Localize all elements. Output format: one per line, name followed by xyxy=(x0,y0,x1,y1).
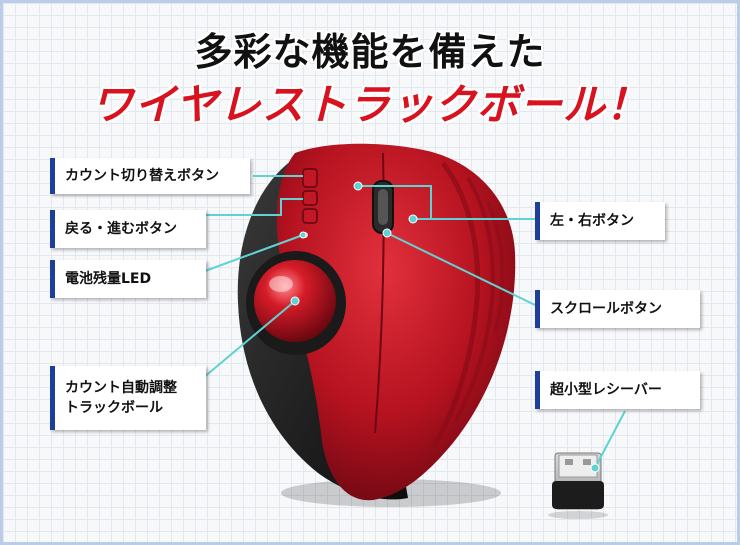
label-count-switch-button: カウント切り替えボタン xyxy=(50,158,250,194)
headline-line-2: ワイヤレストラックボール！ xyxy=(91,80,649,129)
label-scroll-button: スクロールボタン xyxy=(535,290,700,328)
side-button-count xyxy=(302,168,318,188)
headline-line-1: 多彩な機能を備えた xyxy=(194,30,546,74)
label-back-forward-button: 戻る・進むボタン xyxy=(50,210,206,248)
leader-lines xyxy=(202,175,626,469)
side-button-forward xyxy=(302,208,318,224)
side-button-back xyxy=(302,190,318,206)
label-receiver: 超小型レシーバー xyxy=(535,371,700,409)
label-left-right-button: 左・右ボタン xyxy=(535,202,665,240)
usb-receiver xyxy=(548,452,608,519)
mouse-illustration xyxy=(202,143,626,519)
label-trackball: カウント自動調整 トラックボール xyxy=(50,366,206,430)
mouse-body xyxy=(276,143,516,501)
label-battery-led: 電池残量LED xyxy=(50,260,206,298)
